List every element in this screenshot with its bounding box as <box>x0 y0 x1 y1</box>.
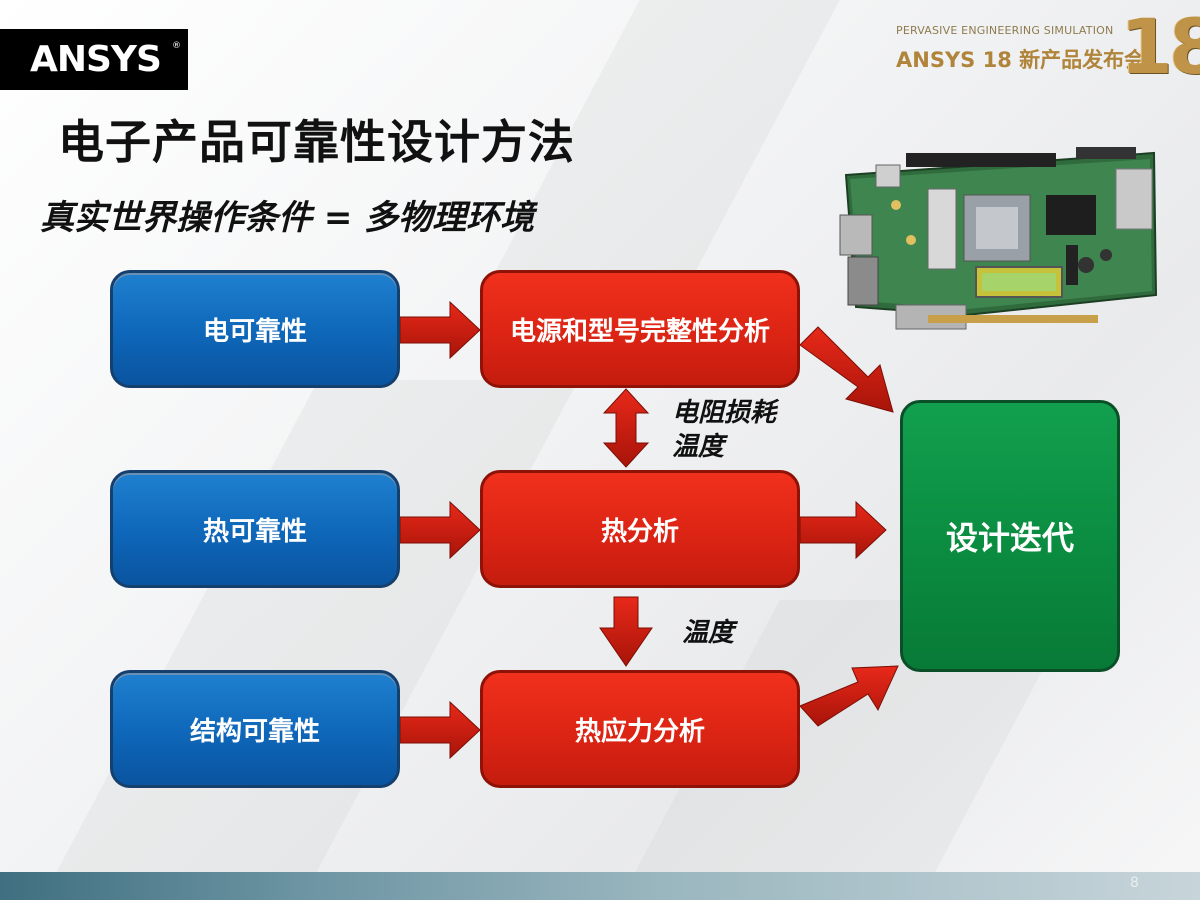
slide-title: 电子产品可靠性设计方法 <box>58 115 575 169</box>
ansys-logo: ANSYS ® <box>0 29 188 90</box>
temperature-label: 温度 <box>672 432 725 462</box>
arrow-bidirectional-vertical <box>602 388 650 468</box>
event-number-logo: 18 <box>1120 2 1200 91</box>
thermal-analysis-box: 热分析 <box>480 470 800 588</box>
design-iteration-box: 设计迭代 <box>900 400 1120 672</box>
logo-registered-mark: ® <box>172 41 181 51</box>
arrow-diagonal-down <box>799 326 894 413</box>
thermal-stress-analysis-box: 热应力分析 <box>480 670 800 788</box>
footer-bar <box>0 872 1200 900</box>
arrow-right <box>399 500 481 560</box>
arrow-down <box>599 596 653 667</box>
slide-subtitle: 真实世界操作条件 = 多物理环境 <box>40 198 535 238</box>
event-title: ANSYS 18 新产品发布会 <box>896 48 1146 72</box>
thermal-reliability-box: 热可靠性 <box>110 470 400 588</box>
event-tagline: PERVASIVE ENGINEERING SIMULATION <box>896 24 1114 37</box>
arrow-diagonal-up <box>799 665 899 727</box>
power-signal-integrity-box: 电源和型号完整性分析 <box>480 270 800 388</box>
resistive-loss-label: 电阻损耗 <box>672 398 777 428</box>
logo-text: ANSYS <box>30 39 162 80</box>
temperature-label: 温度 <box>682 618 735 648</box>
arrow-right <box>399 300 481 360</box>
arrow-right <box>799 500 887 560</box>
page-number: 8 <box>1130 875 1139 891</box>
arrow-right <box>399 700 481 760</box>
circuit-board-image <box>839 147 1158 330</box>
structural-reliability-box: 结构可靠性 <box>110 670 400 788</box>
electrical-reliability-box: 电可靠性 <box>110 270 400 388</box>
